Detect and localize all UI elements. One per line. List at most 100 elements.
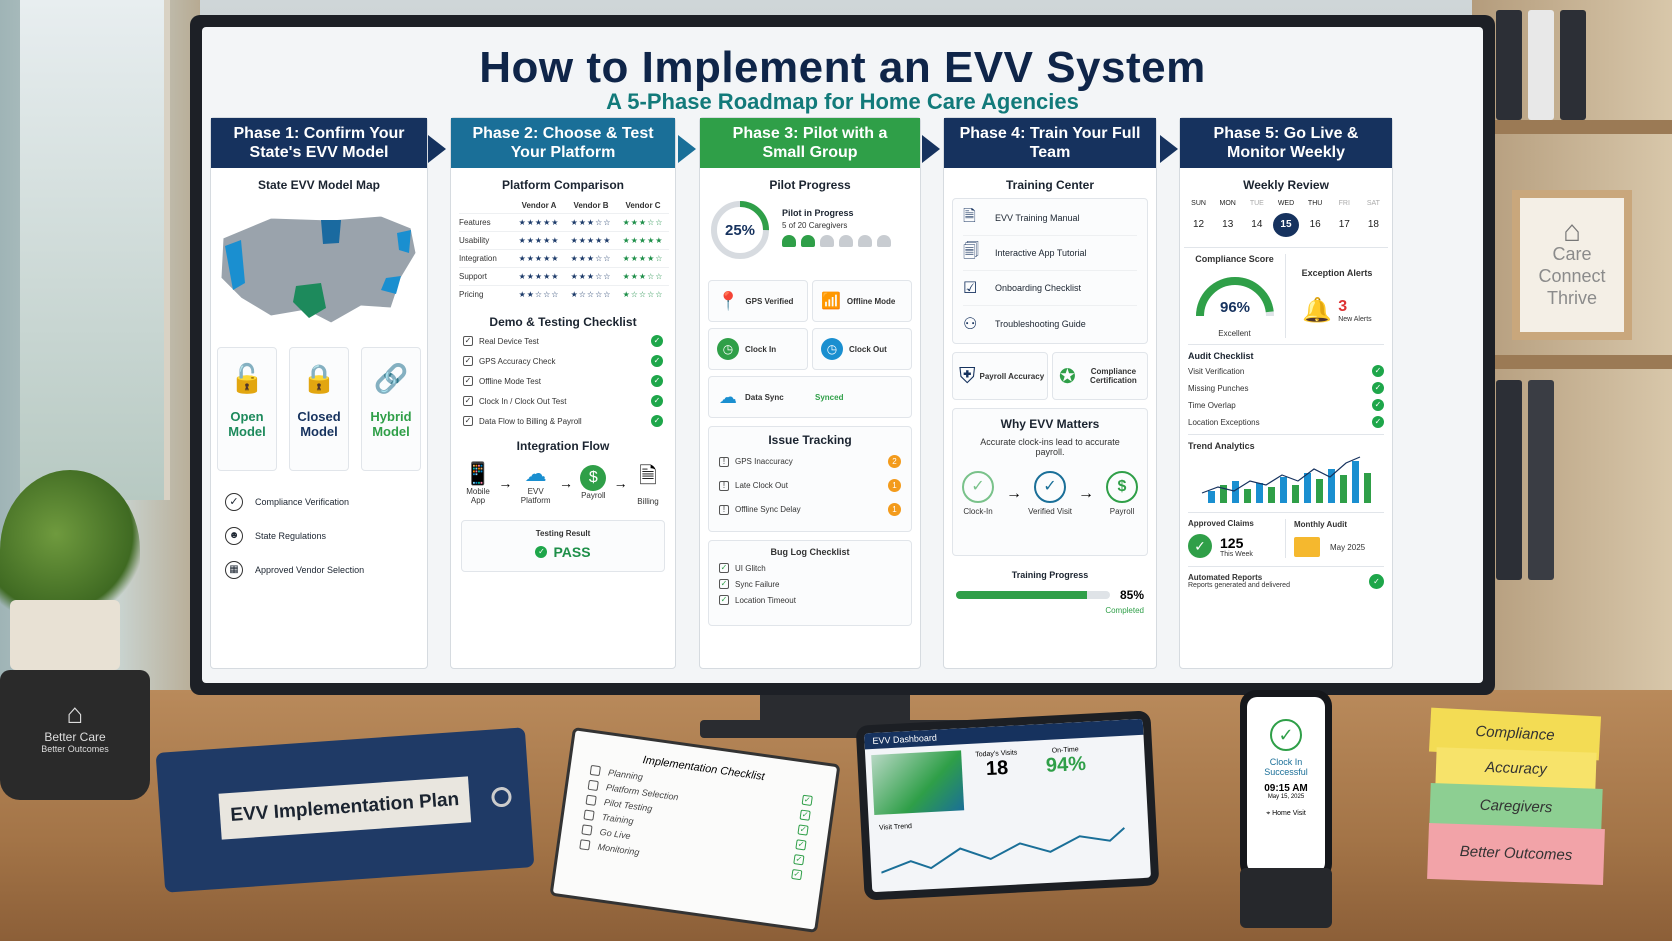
background-window-area	[0, 0, 200, 700]
checkbox-icon: ✓	[719, 579, 729, 589]
training-item[interactable]: ⚇Troubleshooting Guide	[963, 306, 1137, 341]
rating-stars: ★★★☆☆	[565, 213, 617, 232]
check-icon: ✓	[1372, 382, 1384, 394]
table-row: Pricing★★☆☆☆★☆☆☆☆★☆☆☆☆	[459, 285, 669, 303]
list-item: ▦Approved Vendor Selection	[225, 561, 427, 579]
rating-stars: ★★★★★	[513, 231, 565, 250]
progress-bar	[956, 591, 1110, 599]
checklist-item[interactable]: ✓Data Flow to Billing & Payroll✓	[463, 415, 663, 427]
check-icon: ✓	[1372, 416, 1384, 428]
rating-stars: ★★★★★	[513, 249, 565, 268]
mobile-phone-icon: 📱	[464, 460, 492, 486]
list-item-label: Compliance Verification	[255, 497, 350, 507]
rating-stars: ★☆☆☆☆	[565, 285, 617, 303]
bug-item[interactable]: ✓Location Timeout	[719, 595, 901, 605]
cloud-icon: ☁	[524, 460, 547, 486]
visits-value: 18	[985, 756, 1009, 781]
rating-stars: ★★★☆☆	[565, 249, 617, 268]
gps-verified-tile[interactable]: 📍GPS Verified	[708, 280, 808, 322]
issue-count-badge: 2	[888, 455, 901, 468]
rating-stars: ★★★★★	[617, 231, 669, 250]
dollar-icon: $	[1106, 471, 1138, 503]
trend-chart	[1201, 456, 1371, 503]
cloud-sync-icon: ☁	[719, 386, 737, 407]
book-icon: 🗎	[963, 207, 976, 225]
why-flow: ✓Clock-In → ✓Verified Visit → $Payroll	[953, 471, 1147, 516]
person-pin-icon: ☻	[225, 527, 243, 545]
checklist-label: GPS Accuracy Check	[479, 356, 556, 366]
checklist-item[interactable]: ✓Offline Mode Test✓	[463, 375, 663, 387]
calendar-date[interactable]: 17	[1338, 219, 1350, 230]
location-pin-icon: ⌖	[1266, 810, 1273, 817]
checklist-item[interactable]: ✓Clock In / Clock Out Test✓	[463, 395, 663, 407]
person-icon	[839, 235, 853, 247]
badge-label: Payroll Accuracy	[979, 371, 1045, 381]
criterion-label: Support	[459, 267, 513, 286]
frame-text: Connect	[1538, 266, 1606, 286]
closed-model-card[interactable]: 🔒 Closed Model	[289, 347, 349, 471]
tile-label: Offline Mode	[846, 296, 896, 306]
calendar-date[interactable]: 15	[1272, 213, 1299, 237]
checklist-item[interactable]: ✓Real Device Test✓	[463, 335, 663, 347]
phase4-header: Phase 4: Train Your Full Team	[944, 118, 1156, 168]
check-icon: ✓	[651, 335, 663, 347]
calendar-date[interactable]: 12	[1193, 219, 1205, 230]
calendar-dates: 12 13 14 15 16 17 18	[1180, 213, 1392, 237]
checkbox-icon	[587, 779, 599, 792]
building-icon: ▦	[225, 561, 243, 579]
checkbox-icon: ✓	[793, 854, 805, 866]
training-item[interactable]: 🗎EVV Training Manual	[963, 201, 1137, 236]
home-heart-icon: ⌂	[1562, 215, 1582, 248]
training-item[interactable]: ☑Onboarding Checklist	[963, 271, 1137, 306]
link-icon: 🔗	[373, 363, 409, 394]
bug-item[interactable]: ✓UI Glitch	[719, 563, 901, 573]
why-title: Why EVV Matters	[1000, 417, 1100, 431]
tablet-trend-chart	[880, 827, 1125, 874]
home-heart-icon: ⌂	[66, 698, 84, 729]
training-item[interactable]: 🗐Interactive App Tutorial	[963, 236, 1137, 271]
page-subtitle: A 5-Phase Roadmap for Home Care Agencies	[606, 89, 1079, 114]
offline-mode-tile[interactable]: 📶Offline Mode	[812, 280, 912, 322]
issue-icon: !	[719, 480, 729, 491]
frame-text: Thrive	[1546, 288, 1597, 308]
sync-status: Synced	[815, 392, 844, 402]
calendar-day: SAT	[1366, 200, 1380, 207]
clock-out-tile[interactable]: ◷Clock Out	[812, 328, 912, 370]
calendar-date[interactable]: 18	[1367, 219, 1379, 230]
arrow-icon: →	[498, 474, 513, 491]
checklist-icon: ☑	[963, 280, 978, 297]
phone-stand	[1240, 868, 1332, 928]
table-row: Usability★★★★★★★★★★★★★★★	[459, 231, 669, 250]
arrow-icon: →	[1078, 484, 1094, 502]
checklist-item[interactable]: ✓GPS Accuracy Check✓	[463, 355, 663, 367]
check-circle-icon: ✓	[1270, 719, 1302, 751]
open-model-card[interactable]: 🔓 Open Model	[217, 347, 277, 471]
issue-label: Late Clock Out	[735, 481, 788, 490]
clipboard-label: Pilot Testing	[603, 797, 653, 814]
tutorial-icon: 🗐	[963, 242, 979, 260]
issue-count-badge: 1	[888, 503, 901, 516]
tile-label: Clock In	[745, 344, 777, 354]
clock-in-tile[interactable]: ◷Clock In	[708, 328, 808, 370]
training-title: Training Center	[1005, 178, 1094, 192]
hybrid-model-card[interactable]: 🔗 Hybrid Model	[361, 347, 421, 471]
calendar-date[interactable]: 14	[1251, 219, 1263, 230]
coffee-mug: ⌂ Better Care Better Outcomes	[0, 670, 150, 800]
calendar-date[interactable]: 13	[1222, 219, 1234, 230]
shelf-binder	[1528, 380, 1554, 580]
progress-title: Training Progress	[1011, 570, 1089, 580]
checkbox-icon: ✓	[463, 376, 473, 386]
bug-item[interactable]: ✓Sync Failure	[719, 579, 901, 589]
model-label: Open Model	[228, 409, 266, 439]
location-label: Home Visit	[1272, 810, 1306, 817]
shelf-binder	[1528, 10, 1554, 120]
compliance-score: Compliance Score 96% Excellent	[1184, 254, 1286, 338]
calendar-date[interactable]: 16	[1309, 219, 1321, 230]
criterion-label: Features	[459, 213, 513, 232]
progress-ring: 25%	[711, 201, 769, 259]
